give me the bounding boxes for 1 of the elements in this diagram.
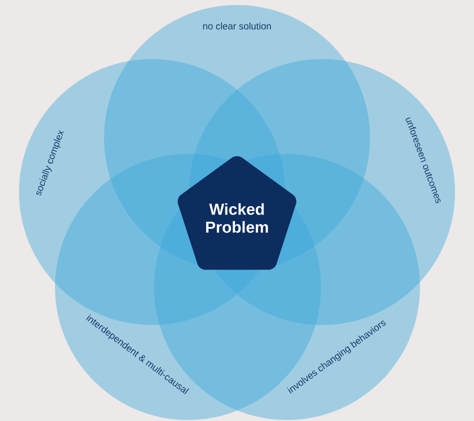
- center-pentagon: Wicked Problem: [178, 156, 296, 270]
